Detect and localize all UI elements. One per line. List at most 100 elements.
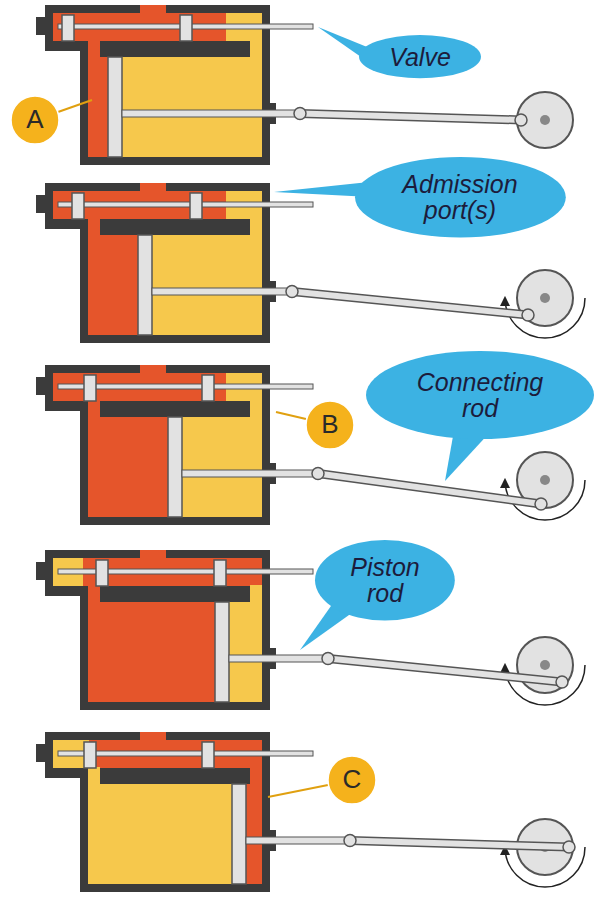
callout-bubble: Piston rod (314, 539, 456, 622)
valve-spool (190, 193, 202, 219)
piston-rod (152, 288, 292, 295)
steam-inlet (140, 732, 166, 741)
chest-lip (36, 744, 48, 762)
connecting-rod-outline (318, 474, 541, 505)
piston-rod (182, 470, 318, 477)
valve-spool (96, 560, 108, 586)
steam-inlet (140, 365, 166, 374)
text-group: Piston rod (340, 554, 430, 607)
callout-letter: B (321, 411, 338, 438)
leader-line (268, 785, 328, 797)
connecting-rod-outline (300, 114, 521, 121)
crosshead-pin (344, 835, 356, 847)
cylinder-casing (80, 405, 270, 525)
piston (108, 57, 122, 157)
text-group: Admission port(s) (390, 171, 530, 224)
cylinder-steam-space (88, 602, 215, 702)
connecting-rod-outline (328, 659, 562, 683)
crank-shaft (540, 475, 550, 485)
callout-letter-circle: A (10, 95, 60, 145)
piston-rod (229, 655, 328, 662)
engine-panel (36, 550, 585, 710)
connecting-rod (350, 841, 569, 848)
valve-spool (84, 375, 96, 401)
callout-bubble: Connecting rod (365, 350, 595, 440)
valve-rod (58, 202, 313, 207)
callout-text: Valve (389, 44, 451, 70)
text-group: B (321, 411, 338, 438)
connecting-rod (300, 114, 521, 121)
valve-spool (84, 742, 96, 768)
letter-circle-shape (306, 401, 354, 449)
cylinder-exhaust-space (152, 235, 262, 335)
crosshead-pin (312, 468, 324, 480)
piston (232, 784, 246, 884)
connecting-rod-outline (292, 292, 528, 316)
valve-spool (62, 15, 74, 41)
piston-rod (122, 110, 300, 117)
callout-text: Piston rod (340, 554, 430, 607)
callout-text: Admission port(s) (390, 171, 530, 224)
crank-shaft (540, 293, 550, 303)
cylinder-casing (80, 772, 270, 892)
cylinder-steam-space (88, 235, 138, 335)
engine-panel (36, 365, 585, 525)
text-group: Valve (389, 44, 451, 70)
engine-panel (36, 732, 585, 892)
piston (138, 235, 152, 335)
callout-letter: C (343, 766, 362, 793)
crank-pin (522, 309, 534, 321)
crank-pin (515, 114, 527, 126)
text-group: Connecting rod (405, 369, 555, 422)
crank-pin (563, 841, 575, 853)
cylinder-steam-space (88, 417, 168, 517)
crank-pin (556, 676, 568, 688)
crank-shaft (540, 115, 550, 125)
bubble-shape (315, 540, 455, 621)
piston (168, 417, 182, 517)
connecting-rod (328, 659, 562, 683)
callout-text: Connecting rod (405, 369, 555, 422)
callout-bubble: Admission port(s) (354, 156, 567, 239)
text-group: A (26, 106, 43, 133)
bubble-shape (359, 35, 481, 78)
valve-spool (72, 193, 84, 219)
letter-circle-shape (11, 96, 59, 144)
steam-inlet (140, 5, 166, 14)
crosshead-pin (286, 286, 298, 298)
connecting-rod-outline (350, 841, 569, 848)
crank-shaft (540, 660, 550, 670)
valve-spool (180, 15, 192, 41)
bubble-shape (366, 351, 594, 439)
leader-line (58, 100, 92, 112)
chest-lip (36, 17, 48, 35)
chest-lip (36, 195, 48, 213)
callout-bubble: Valve (358, 34, 482, 79)
piston (215, 602, 229, 702)
crosshead-pin (322, 653, 334, 665)
chest-lip (36, 377, 48, 395)
steam-inlet (140, 183, 166, 192)
cylinder-casing (80, 590, 270, 710)
engine-panel (36, 5, 573, 165)
cylinder-exhaust-space (88, 784, 232, 884)
valve-spool (202, 742, 214, 768)
cylinder-exhaust-space (122, 57, 262, 157)
piston-rod (246, 837, 350, 844)
leader-line (276, 412, 306, 419)
valve-spool (214, 560, 226, 586)
letter-circle-shape (328, 756, 376, 804)
bubble-shape (355, 157, 566, 238)
cylinder-steam-space (88, 57, 108, 157)
cylinder-casing (80, 223, 270, 343)
connecting-rod (292, 292, 528, 316)
cylinder-steam-space (246, 784, 262, 884)
connecting-rod (318, 474, 541, 505)
callout-letter-circle: B (305, 400, 355, 450)
callout-letter-circle: C (327, 755, 377, 805)
callout-letter: A (26, 106, 43, 133)
chest-lip (36, 562, 48, 580)
cylinder-exhaust-space (229, 602, 262, 702)
